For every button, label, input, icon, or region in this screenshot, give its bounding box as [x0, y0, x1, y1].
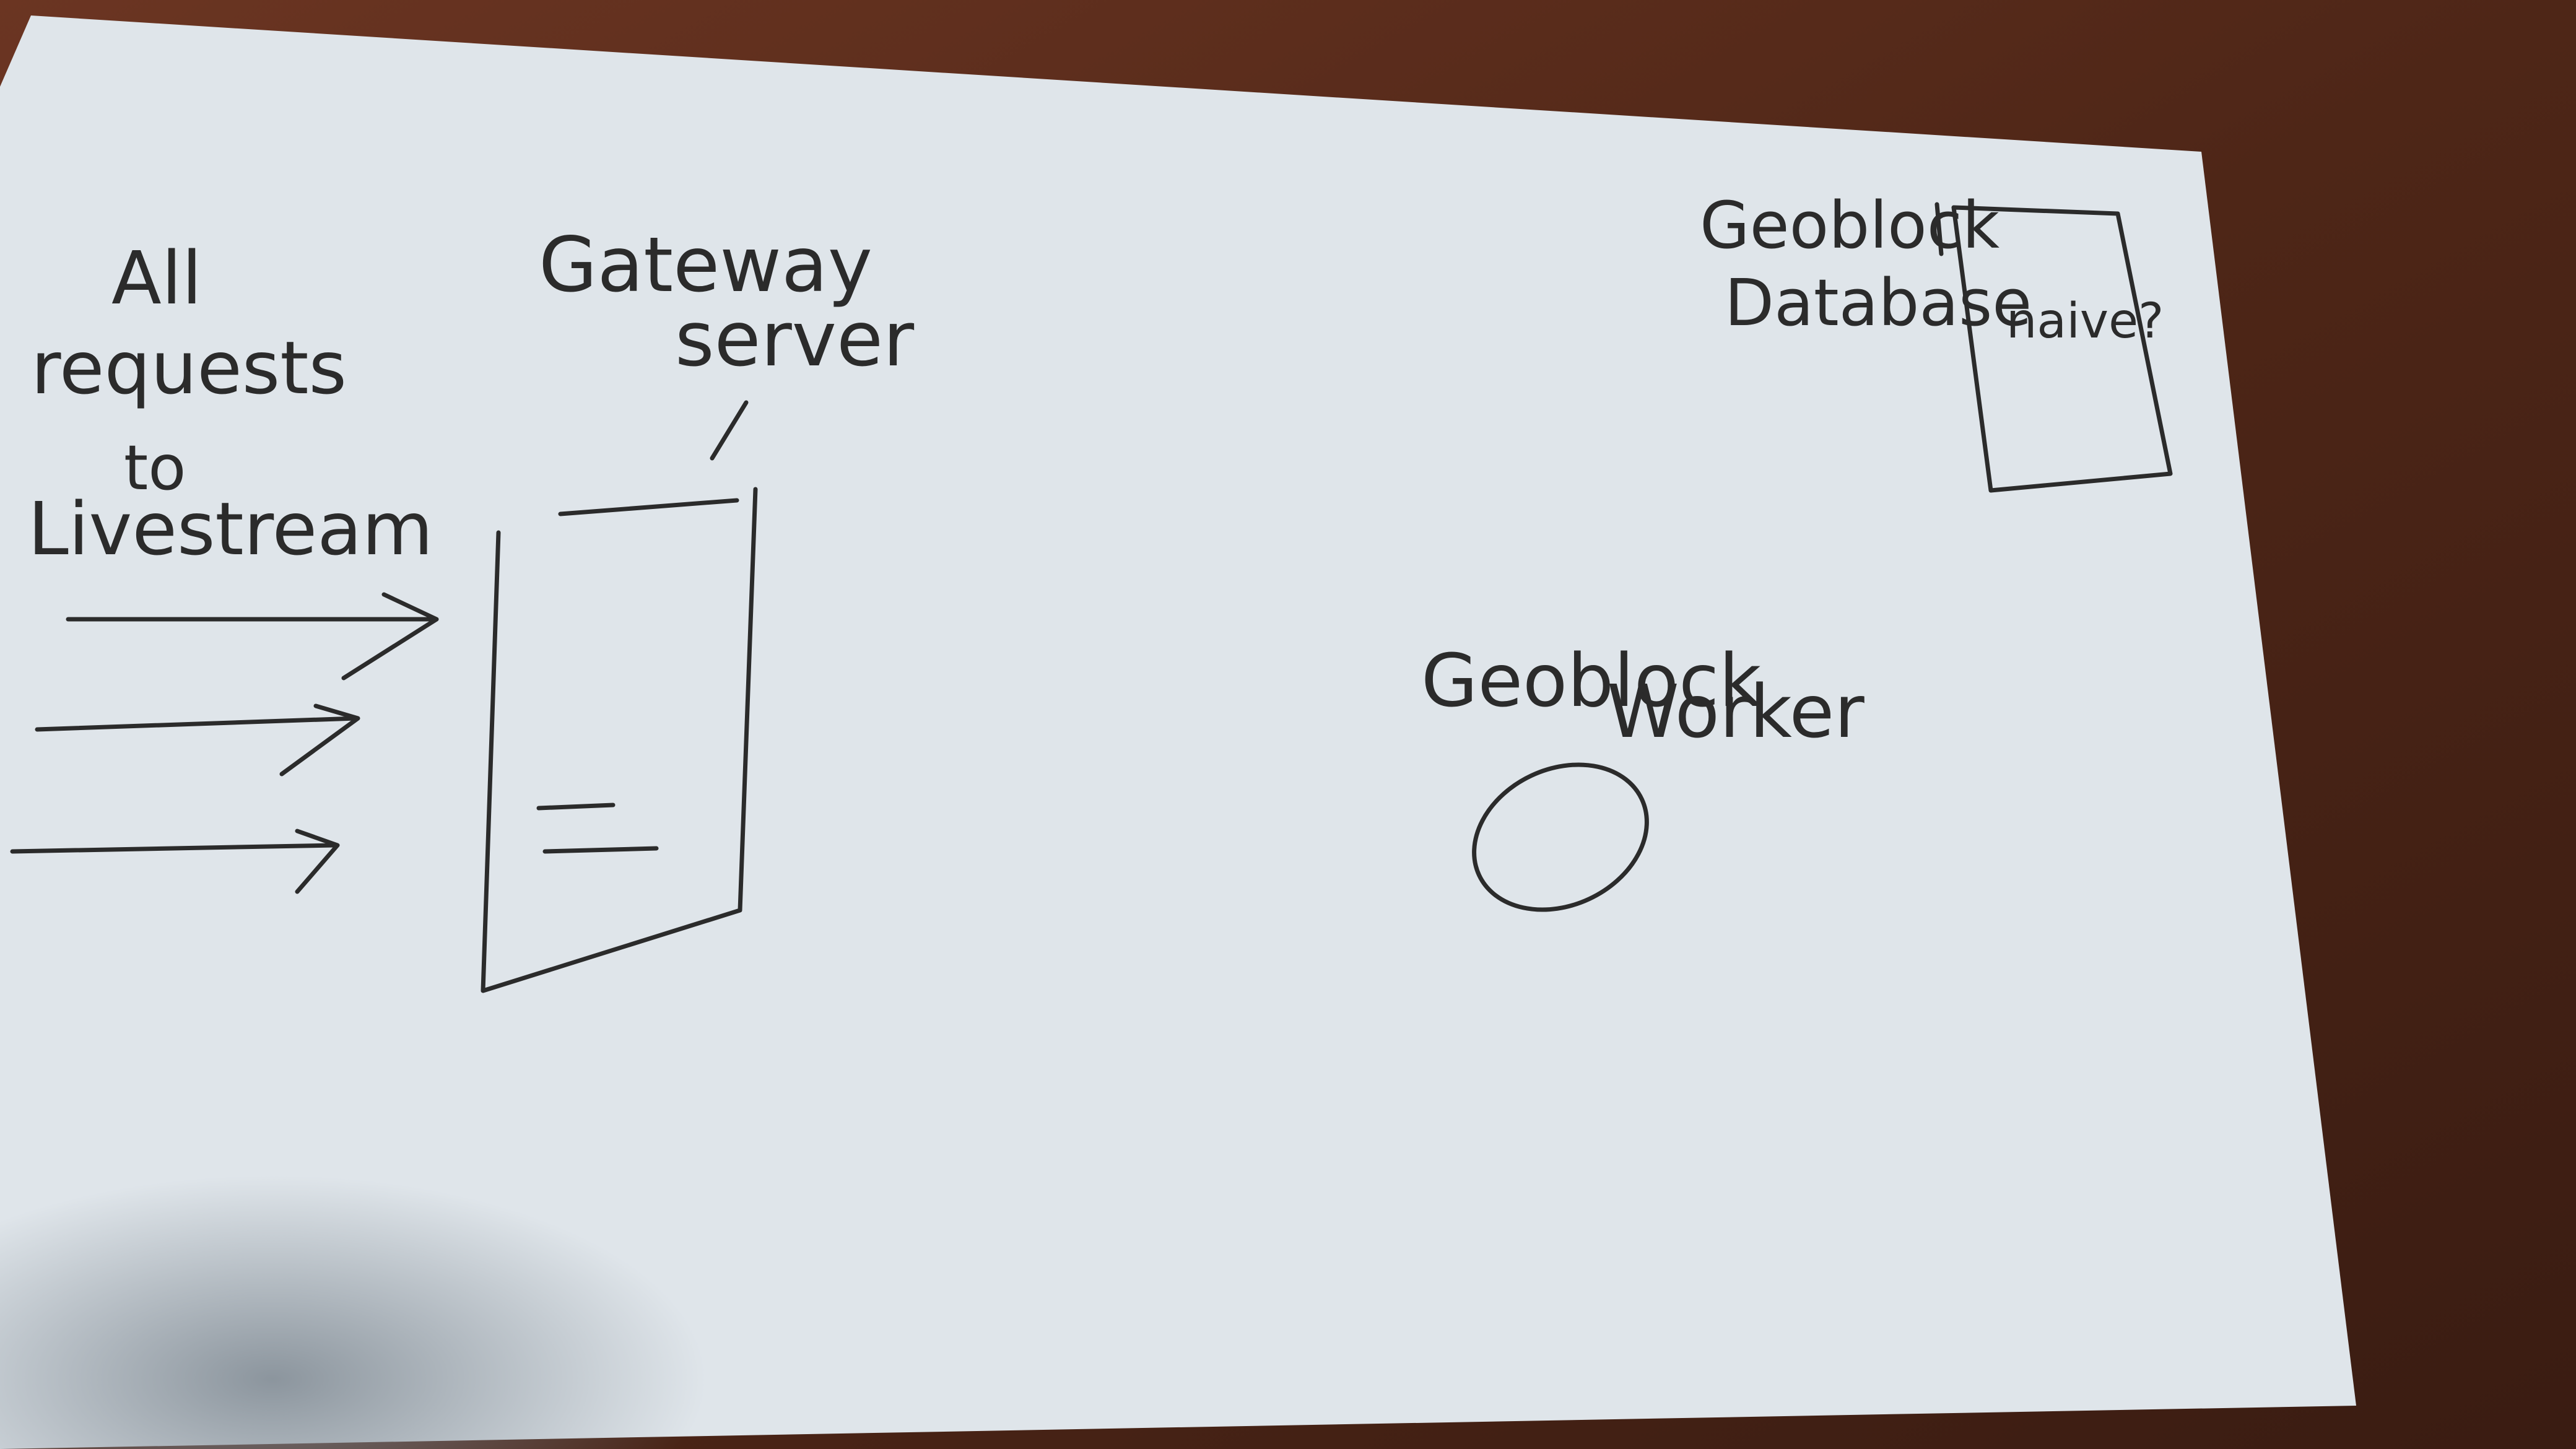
gateway-label-line: Gateway — [539, 221, 872, 309]
requests-label-line: All — [111, 235, 202, 321]
request-arrow — [35, 703, 360, 777]
database-label: Geoblock Database naive? — [1700, 188, 2164, 349]
requests-label-line: requests — [31, 325, 347, 411]
request-arrow — [66, 592, 439, 681]
database-label-line: Database — [1725, 265, 2032, 341]
database-label-line: Geoblock — [1700, 188, 1999, 263]
requests-label-line: Livestream — [28, 486, 433, 572]
worker-circle — [1472, 762, 1649, 912]
requests-label: All requests to Livestream — [28, 235, 433, 572]
database-note: naive? — [2006, 294, 2164, 349]
card-shadow — [0, 867, 1238, 1449]
gateway-label-line: server — [675, 295, 915, 383]
gateway-label: Gateway server — [539, 221, 915, 383]
worker-label-line: Worker — [1607, 669, 1865, 754]
database-box — [1934, 202, 2173, 493]
gateway-server-box — [481, 400, 758, 993]
requests-label-line: to — [124, 432, 186, 504]
request-arrow — [10, 829, 340, 894]
worker-label-line: Geoblock — [1421, 638, 1761, 723]
worker-label: Geoblock Worker — [1421, 638, 1865, 754]
